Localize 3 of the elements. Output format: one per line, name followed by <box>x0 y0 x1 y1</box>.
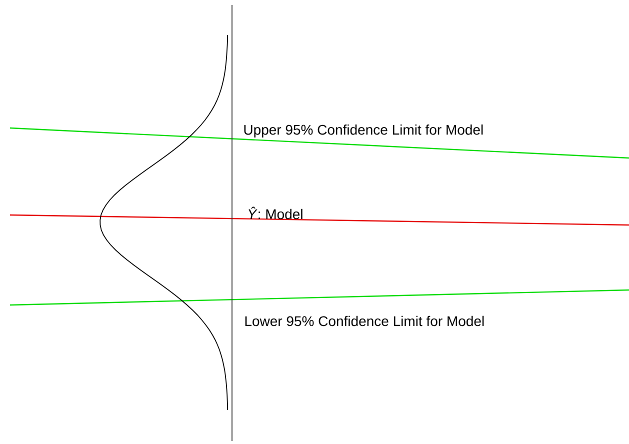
line-label: Ŷ: Model <box>248 206 302 220</box>
line-label: Upper 95% Confidence Limit for Model <box>244 124 483 138</box>
line-label: Lower 95% Confidence Limit for Model <box>245 316 484 326</box>
